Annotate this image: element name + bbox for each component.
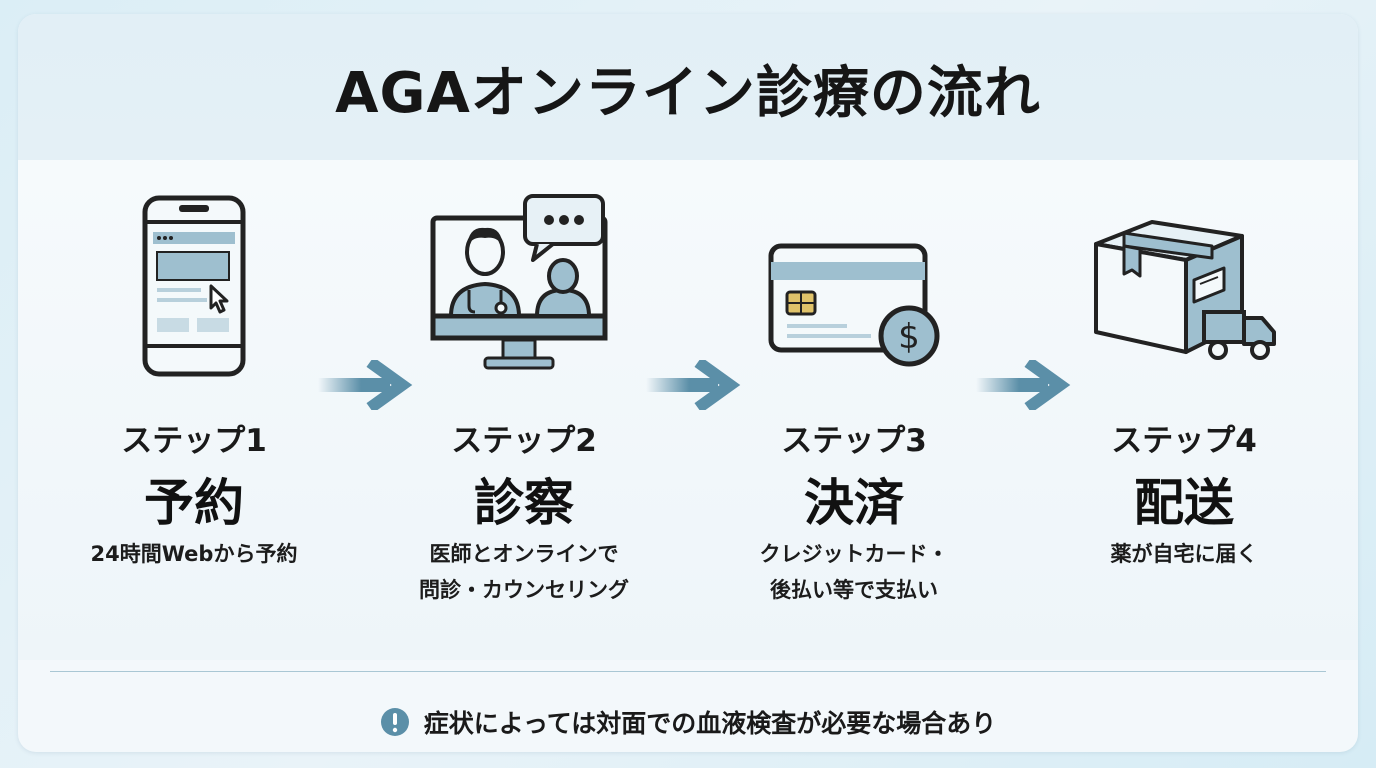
step-2-name: 診察 <box>474 474 574 532</box>
page-title: AGAオンライン診療の流れ <box>335 60 1041 126</box>
smartphone-icon <box>44 194 344 394</box>
step-1-label: ステップ1 <box>121 423 267 459</box>
step-2: ステップ2 診察 医師とオンラインで 問診・カウンセリング <box>374 160 674 660</box>
step-1: ステップ1 予約 24時間Webから予約 <box>44 160 344 660</box>
step-2-desc: 医師とオンラインで 問診・カウンセリング <box>419 542 629 602</box>
exclamation-icon <box>380 708 409 736</box>
svg-text:$: $ <box>898 317 920 357</box>
delivery-box-icon <box>1034 194 1334 394</box>
note-text: 症状によっては対面での血液検査が必要な場合あり <box>423 709 997 738</box>
step-4: ステップ4 配送 薬が自宅に届く <box>1034 160 1334 660</box>
video-consultation-icon <box>374 194 674 394</box>
step-1-name: 予約 <box>144 474 244 532</box>
divider <box>50 671 1326 672</box>
credit-card-icon: $ <box>704 194 1004 394</box>
header: AGAオンライン診療の流れ <box>18 14 1358 160</box>
step-3-desc: クレジットカード・ 後払い等で支払い <box>759 542 949 602</box>
arrow-2 <box>646 357 746 413</box>
step-3-label: ステップ3 <box>781 423 927 459</box>
step-3-name: 決済 <box>804 474 904 532</box>
step-4-name: 配送 <box>1134 474 1234 532</box>
arrow-1 <box>318 357 418 413</box>
step-1-desc: 24時間Webから予約 <box>90 542 298 566</box>
note: 症状によっては対面での血液検査が必要な場合あり <box>18 702 1358 742</box>
step-4-desc: 薬が自宅に届く <box>1110 542 1258 566</box>
steps-area: ステップ1 予約 24時間Webから予約 <box>18 160 1358 660</box>
flow-card: AGAオンライン診療の流れ <box>18 14 1358 752</box>
step-2-label: ステップ2 <box>451 423 597 459</box>
arrow-3 <box>976 357 1076 413</box>
step-3: $ ステップ3 決済 クレジットカード・ 後払い等で支払い <box>704 160 1004 660</box>
step-4-label: ステップ4 <box>1111 423 1257 459</box>
